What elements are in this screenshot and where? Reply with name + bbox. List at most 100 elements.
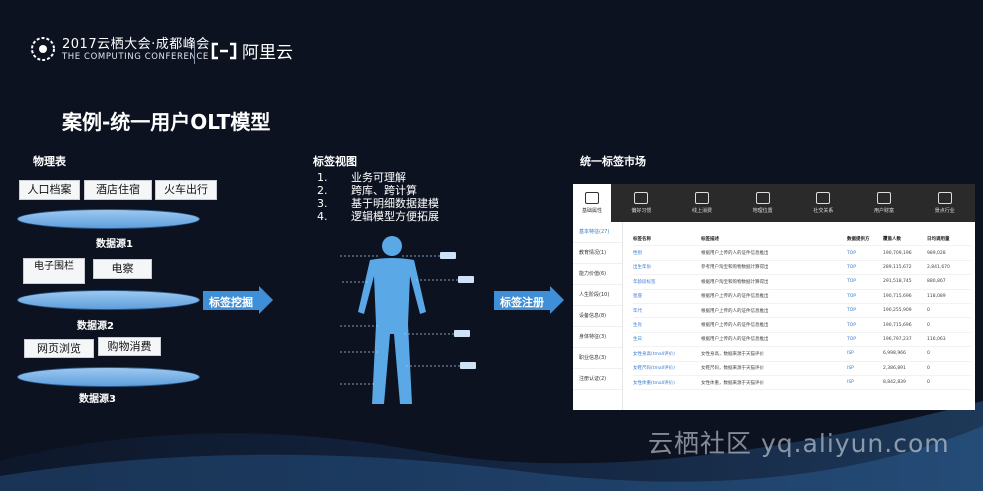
table-cell: 女鞋尺码，数据来源于天猫评价 [701, 366, 764, 372]
money-icon [877, 192, 892, 204]
brand-name: 阿里云 [242, 43, 293, 63]
table-cell: TOP [847, 250, 857, 256]
tab-social[interactable]: 社交关系 [793, 184, 854, 222]
table-cell: 女性身高，数据来源于天猫评价 [701, 351, 764, 357]
human-figure-icon [340, 236, 476, 404]
table-cell: 2,841,670 [927, 264, 950, 270]
table-cell: ISP [847, 365, 854, 371]
slide-title: 案例-统一用户OLT模型 [62, 110, 271, 134]
tag-view-list: 1.业务可理解 2.跨库、跨计算 3.基于明细数据建模 4.逻辑模型方便拓展 [317, 171, 439, 223]
tag-view-label: 标签视图 [313, 155, 357, 168]
network-icon [816, 192, 831, 204]
database-cylinder [17, 367, 200, 387]
physical-table-label: 物理表 [33, 155, 66, 168]
tag-chip: 电子围栏 [23, 258, 85, 284]
table-cell: 参考用户淘宝和购物数据计算得出 [701, 265, 769, 271]
table-cell[interactable]: 性别 [633, 251, 642, 257]
sidebar-item[interactable]: 职业信息(3) [573, 348, 622, 369]
table-cell: 0 [927, 380, 930, 386]
table-cell: 根据用户淘宝和购物数据计算得出 [701, 279, 769, 285]
table-cell[interactable]: 生日 [633, 337, 642, 343]
mining-arrow-label: 标签挖掘 [203, 290, 259, 310]
table-cell[interactable]: 女鞋尺码(tmall评价) [633, 366, 675, 372]
conference-subtitle: THE COMPUTING CONFERENCE [62, 51, 209, 62]
table-cell[interactable]: 年龄段标签 [633, 279, 656, 285]
table-cell[interactable]: 生肖 [633, 323, 642, 329]
register-arrow: 标签注册 [494, 286, 564, 314]
datasource-label: 数据源3 [79, 394, 116, 405]
table-cell: 196,797,237 [883, 336, 912, 342]
table-cell[interactable]: 女性身高(tmall评价) [633, 351, 675, 357]
tag-chip: 酒店住宿 [84, 180, 152, 200]
watermark: 云栖社区 yq.aliyun.com [648, 429, 950, 458]
table-cell: 6,998,966 [883, 351, 906, 357]
table-cell[interactable]: 星座 [633, 294, 642, 300]
table-cell[interactable]: 女性体重(tmall评价) [633, 380, 675, 386]
database-cylinder [17, 290, 200, 310]
user-card-icon [585, 192, 599, 204]
table-cell: 289,115,672 [883, 264, 912, 270]
tag-chip: 购物消费 [98, 337, 161, 356]
table-cell: 116,063 [927, 336, 946, 342]
market-tab-bar: 基础属性 偏好习惯 线上消费 地理位置 社交关系 用户财富 景点行业 [573, 184, 975, 222]
mining-arrow: 标签挖掘 [203, 286, 273, 314]
sidebar-item[interactable]: 人生阶段(10) [573, 285, 622, 306]
table-cell: TOP [847, 264, 857, 270]
table-cell: 190,709,196 [883, 250, 912, 256]
list-item: 4.逻辑模型方便拓展 [317, 210, 439, 223]
cart-icon [695, 192, 709, 204]
table-cell: 8,842,839 [883, 380, 906, 386]
table-cell: 0 [927, 365, 930, 371]
table-cell: 118,089 [927, 293, 946, 299]
database-cylinder [17, 209, 200, 229]
table-cell: TOP [847, 279, 857, 285]
map-pin-icon [755, 192, 770, 204]
tab-online-spending[interactable]: 线上消费 [672, 184, 733, 222]
table-cell: 989,028 [927, 250, 946, 256]
aliyun-logo: 阿里云 [210, 38, 293, 63]
table-row: 性别 根据用户上传的人的证件信息推出 TOP 190,709,196 989,028 [633, 246, 971, 261]
tag-chip: 人口档案 [19, 180, 80, 200]
sidebar-item[interactable]: 能力价值(6) [573, 264, 622, 285]
sidebar-item[interactable]: 设备信息(8) [573, 306, 622, 327]
heart-icon [634, 192, 649, 204]
table-cell: ISP [847, 380, 854, 386]
table-cell[interactable]: 年代 [633, 308, 642, 314]
table-cell: TOP [847, 336, 857, 342]
table-cell: 0 [927, 308, 930, 314]
sidebar-item[interactable]: 身体特征(3) [573, 327, 622, 348]
table-cell[interactable]: 出生年份 [633, 265, 651, 271]
table-cell: 根据用户上传的人的证件信息推出 [701, 294, 769, 300]
sidebar-item[interactable]: 基本特征(27) [573, 222, 622, 243]
sidebar-item[interactable]: 教育情况(1) [573, 243, 622, 264]
datasource-label: 数据源1 [96, 239, 133, 250]
table-cell: TOP [847, 322, 857, 328]
aliyun-bracket-icon [211, 42, 237, 59]
building-icon [937, 192, 952, 204]
table-cell: 根据用户上传的人的证件信息推出 [701, 251, 769, 257]
tab-wealth[interactable]: 用户财富 [854, 184, 915, 222]
market-label: 统一标签市场 [580, 155, 646, 168]
table-header: 标签名称 标签描述 数据提供方 覆盖人数 日均调用量 [633, 232, 971, 247]
sidebar-item[interactable]: 注册认证(2) [573, 369, 622, 390]
list-item: 1.业务可理解 [317, 171, 406, 184]
tab-basic-attributes[interactable]: 基础属性 [573, 184, 611, 222]
tab-preferences[interactable]: 偏好习惯 [611, 184, 672, 222]
tab-location[interactable]: 地理位置 [732, 184, 793, 222]
table-cell: ISP [847, 351, 854, 357]
list-item: 3.基于明细数据建模 [317, 197, 439, 210]
conference-title: 2017云栖大会·成都峰会 [62, 36, 210, 52]
conference-logo: 2017云栖大会·成都峰会 THE COMPUTING CONFERENCE [30, 36, 210, 62]
tag-chip: 网页浏览 [24, 339, 94, 358]
list-item: 2.跨库、跨计算 [317, 184, 417, 197]
table-cell: 880,867 [927, 279, 946, 285]
tab-industry[interactable]: 景点行业 [914, 184, 975, 222]
register-arrow-label: 标签注册 [494, 290, 550, 310]
arrow-head-icon [550, 286, 564, 314]
